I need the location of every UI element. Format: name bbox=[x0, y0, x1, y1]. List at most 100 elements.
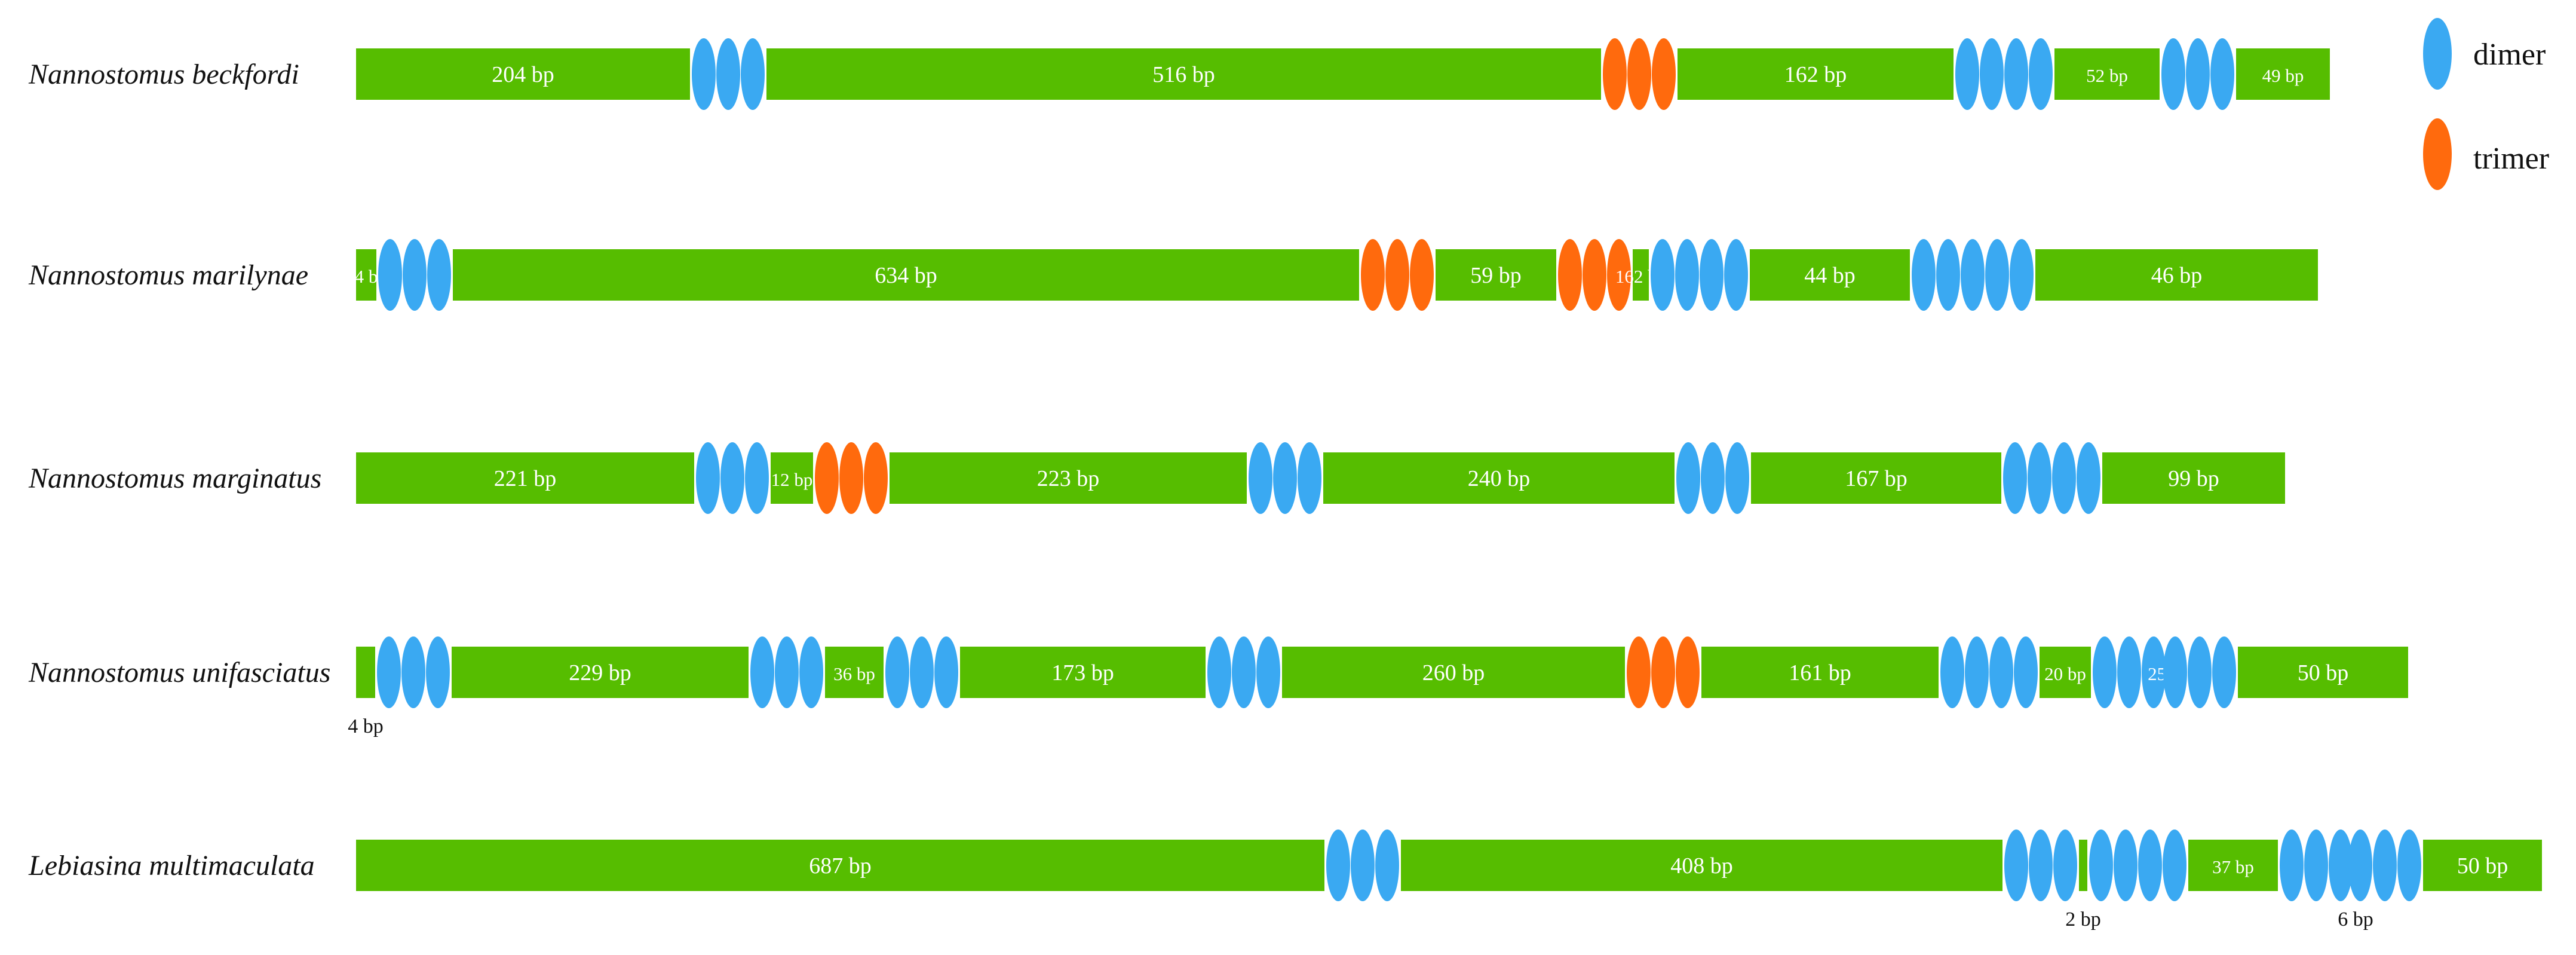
segment-length-label: 50 bp bbox=[2457, 853, 2508, 879]
segment-length-label: 36 bp bbox=[833, 663, 875, 684]
dimer-repeat-group bbox=[1912, 239, 2034, 311]
segment-length-label: 161 bp bbox=[1789, 660, 1851, 685]
sequence-segment bbox=[2079, 840, 2087, 891]
dimer-repeat-marker bbox=[2014, 636, 2038, 708]
sequence-segment bbox=[2236, 48, 2330, 100]
sequence-segment bbox=[2054, 48, 2160, 100]
legend-dimer-marker bbox=[2423, 18, 2452, 90]
trimer-repeat-marker bbox=[1583, 239, 1606, 311]
trimer-repeat-group bbox=[1627, 636, 1700, 708]
dimer-repeat-marker bbox=[2117, 636, 2141, 708]
dimer-repeat-marker bbox=[401, 636, 425, 708]
legend: dimer trimer bbox=[2423, 18, 2549, 190]
trimer-repeat-marker bbox=[839, 442, 863, 514]
sequence-segment bbox=[2423, 840, 2542, 891]
sequence-segment bbox=[356, 249, 376, 301]
dimer-repeat-marker bbox=[2028, 442, 2051, 514]
legend-trimer-label: trimer bbox=[2473, 142, 2549, 176]
dimer-repeat-group bbox=[2089, 829, 2186, 901]
segment-length-label: 50 bp bbox=[2298, 660, 2349, 685]
dimer-repeat-marker bbox=[696, 442, 720, 514]
dimer-repeat-marker bbox=[1724, 239, 1748, 311]
dimer-repeat-group bbox=[1326, 829, 1399, 901]
trimer-repeat-marker bbox=[1607, 239, 1631, 311]
dimer-repeat-marker bbox=[2089, 829, 2113, 901]
segment-length-label: 59 bp bbox=[1470, 263, 1522, 288]
segment-length-label-below: 2 bp bbox=[2065, 908, 2101, 930]
segment-length-label: 12 bp bbox=[771, 469, 813, 490]
dimer-repeat-marker bbox=[1298, 442, 1321, 514]
dimer-repeat-group bbox=[377, 636, 450, 708]
trimer-repeat-marker bbox=[1652, 38, 1676, 110]
dimer-repeat-marker bbox=[750, 636, 774, 708]
dimer-repeat-marker bbox=[2348, 829, 2372, 901]
segment-length-label: 99 bp bbox=[2168, 466, 2219, 491]
dimer-repeat-marker bbox=[2029, 38, 2053, 110]
trimer-repeat-marker bbox=[815, 442, 839, 514]
dimer-repeat-marker bbox=[1207, 636, 1231, 708]
sequence-segment bbox=[453, 249, 1359, 301]
dimer-repeat-marker bbox=[1985, 239, 2009, 311]
dimer-repeat-group bbox=[2003, 442, 2100, 514]
dimer-repeat-marker bbox=[2188, 636, 2212, 708]
dimer-repeat-marker bbox=[1651, 239, 1675, 311]
sequence-segment bbox=[2102, 452, 2285, 504]
dimer-repeat-marker bbox=[2052, 442, 2076, 514]
dimer-repeat-marker bbox=[1326, 829, 1350, 901]
dimer-repeat-marker bbox=[2077, 442, 2100, 514]
dimer-repeat-marker bbox=[1725, 442, 1749, 514]
dimer-repeat-group bbox=[2280, 829, 2353, 901]
dimer-repeat-marker bbox=[1351, 829, 1375, 901]
dimer-repeat-group bbox=[2093, 636, 2166, 708]
sequence-segment bbox=[771, 452, 813, 504]
dimer-repeat-group bbox=[1676, 442, 1749, 514]
trimer-repeat-marker bbox=[1627, 636, 1651, 708]
dimer-repeat-marker bbox=[2161, 38, 2185, 110]
sequence-segment bbox=[356, 647, 375, 698]
dimer-repeat-marker bbox=[426, 636, 450, 708]
dimer-repeat-group bbox=[1207, 636, 1280, 708]
dimer-repeat-marker bbox=[1375, 829, 1399, 901]
dimer-repeat-marker bbox=[1675, 239, 1699, 311]
segment-length-label: 229 bp bbox=[569, 660, 631, 685]
dimer-repeat-marker bbox=[2397, 829, 2421, 901]
legend-trimer-marker bbox=[2423, 118, 2452, 190]
dimer-repeat-group bbox=[2161, 38, 2234, 110]
species-name: Nannostomus unifasciatus bbox=[28, 657, 330, 688]
segment-length-label: 223 bp bbox=[1037, 466, 1100, 491]
segment-length-label: 20 bp bbox=[2044, 663, 2086, 684]
dimer-repeat-marker bbox=[378, 239, 402, 311]
trimer-repeat-marker bbox=[864, 442, 888, 514]
dimer-repeat-group bbox=[378, 239, 451, 311]
segment-length-label: 37 bp bbox=[2212, 856, 2254, 877]
sequence-segment bbox=[1436, 249, 1556, 301]
trimer-repeat-marker bbox=[1627, 38, 1651, 110]
species-name: Lebiasina multimaculata bbox=[28, 850, 315, 881]
legend-dimer-label: dimer bbox=[2473, 38, 2546, 72]
dimer-repeat-group bbox=[696, 442, 769, 514]
dimer-repeat-marker bbox=[2004, 829, 2028, 901]
sequence-segment bbox=[825, 647, 884, 698]
sequence-segment bbox=[1751, 452, 2001, 504]
segment-length-label-below: 4 bp bbox=[348, 715, 384, 737]
trimer-repeat-marker bbox=[1558, 239, 1582, 311]
dimer-repeat-marker bbox=[2029, 829, 2053, 901]
dimer-repeat-marker bbox=[741, 38, 765, 110]
dimer-repeat-group bbox=[1955, 38, 2053, 110]
segment-length-label: 49 bp bbox=[2262, 65, 2304, 86]
sequence-segment bbox=[960, 647, 1206, 698]
dimer-repeat-group bbox=[2163, 636, 2236, 708]
trimer-repeat-group bbox=[1603, 38, 1676, 110]
dimer-repeat-marker bbox=[1936, 239, 1960, 311]
sequence-segment bbox=[1678, 48, 1954, 100]
trimer-repeat-marker bbox=[1361, 239, 1385, 311]
segment-length-label-below: 6 bp bbox=[2338, 908, 2373, 930]
dimer-repeat-marker bbox=[2010, 239, 2034, 311]
dimer-repeat-marker bbox=[1676, 442, 1700, 514]
dimer-repeat-marker bbox=[1273, 442, 1297, 514]
segment-length-label: 240 bp bbox=[1468, 466, 1531, 491]
dimer-repeat-marker bbox=[716, 38, 740, 110]
